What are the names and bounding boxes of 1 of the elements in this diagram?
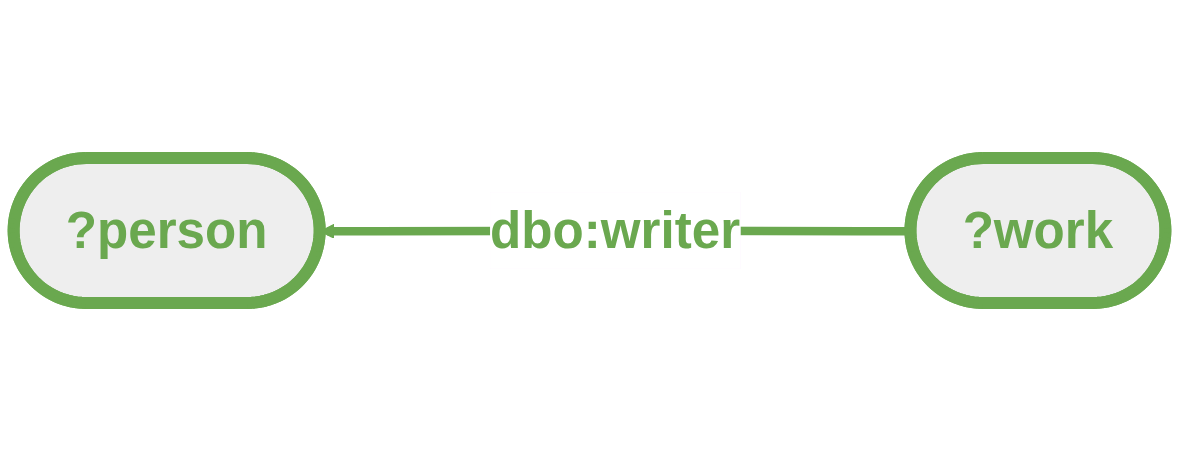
edge-label: dbo:writer xyxy=(490,202,741,259)
